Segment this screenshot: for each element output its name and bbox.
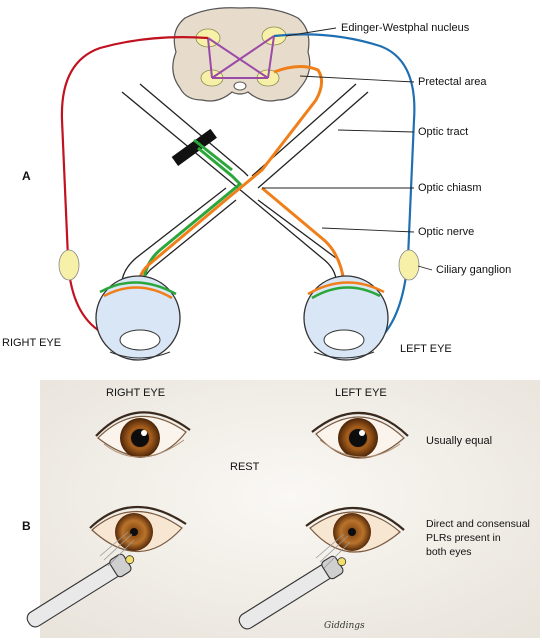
left-eyeball [303, 275, 389, 361]
label-ciliary-ganglion: Ciliary ganglion [436, 264, 511, 276]
label-plr-line-3: both eyes [426, 546, 472, 558]
right-eyeball [95, 275, 181, 361]
label-right-eye-a: RIGHT EYE [2, 337, 61, 349]
cerebral-aqueduct [233, 81, 247, 91]
interneuron-connections [207, 35, 275, 79]
right-eye-rest-illustration [95, 411, 191, 458]
label-right-eye-b: RIGHT EYE [106, 387, 165, 399]
penlight-left [238, 533, 351, 630]
afferent-fiber-green-2 [193, 138, 233, 172]
label-edinger-westphal: Edinger-Westphal nucleus [341, 22, 470, 34]
panel-a: Edinger-Westphal nucleus Pretectal area … [2, 7, 511, 361]
panel-a-letter: A [22, 169, 31, 183]
afferent-fiber-orange [136, 65, 323, 291]
ciliary-ganglion-right [58, 249, 80, 281]
artist-signature: Giddings [324, 621, 365, 631]
ciliary-ganglion-left [398, 249, 420, 281]
panel-b: RIGHT EYE LEFT EYE REST Usually equal Di… [22, 380, 540, 638]
panel-b-letter: B [22, 519, 31, 533]
penlight-right [26, 531, 135, 628]
label-optic-nerve: Optic nerve [418, 226, 474, 238]
label-plr-line-2: PLRs present in [426, 532, 501, 544]
label-optic-tract: Optic tract [418, 126, 468, 138]
label-plr-line-1: Direct and consensual [426, 518, 530, 530]
label-pretectal-area: Pretectal area [418, 76, 487, 88]
label-left-eye-a: LEFT EYE [400, 343, 452, 355]
afferent-fiber-green [142, 146, 243, 281]
label-optic-chiasm: Optic chiasm [418, 182, 482, 194]
label-leader-lines [262, 27, 433, 271]
optic-tract-lesion-bar [171, 128, 217, 166]
label-rest: REST [230, 461, 260, 473]
label-usually-equal: Usually equal [426, 435, 492, 447]
left-eye-rest-illustration [311, 411, 409, 459]
label-left-eye-b: LEFT EYE [335, 387, 387, 399]
